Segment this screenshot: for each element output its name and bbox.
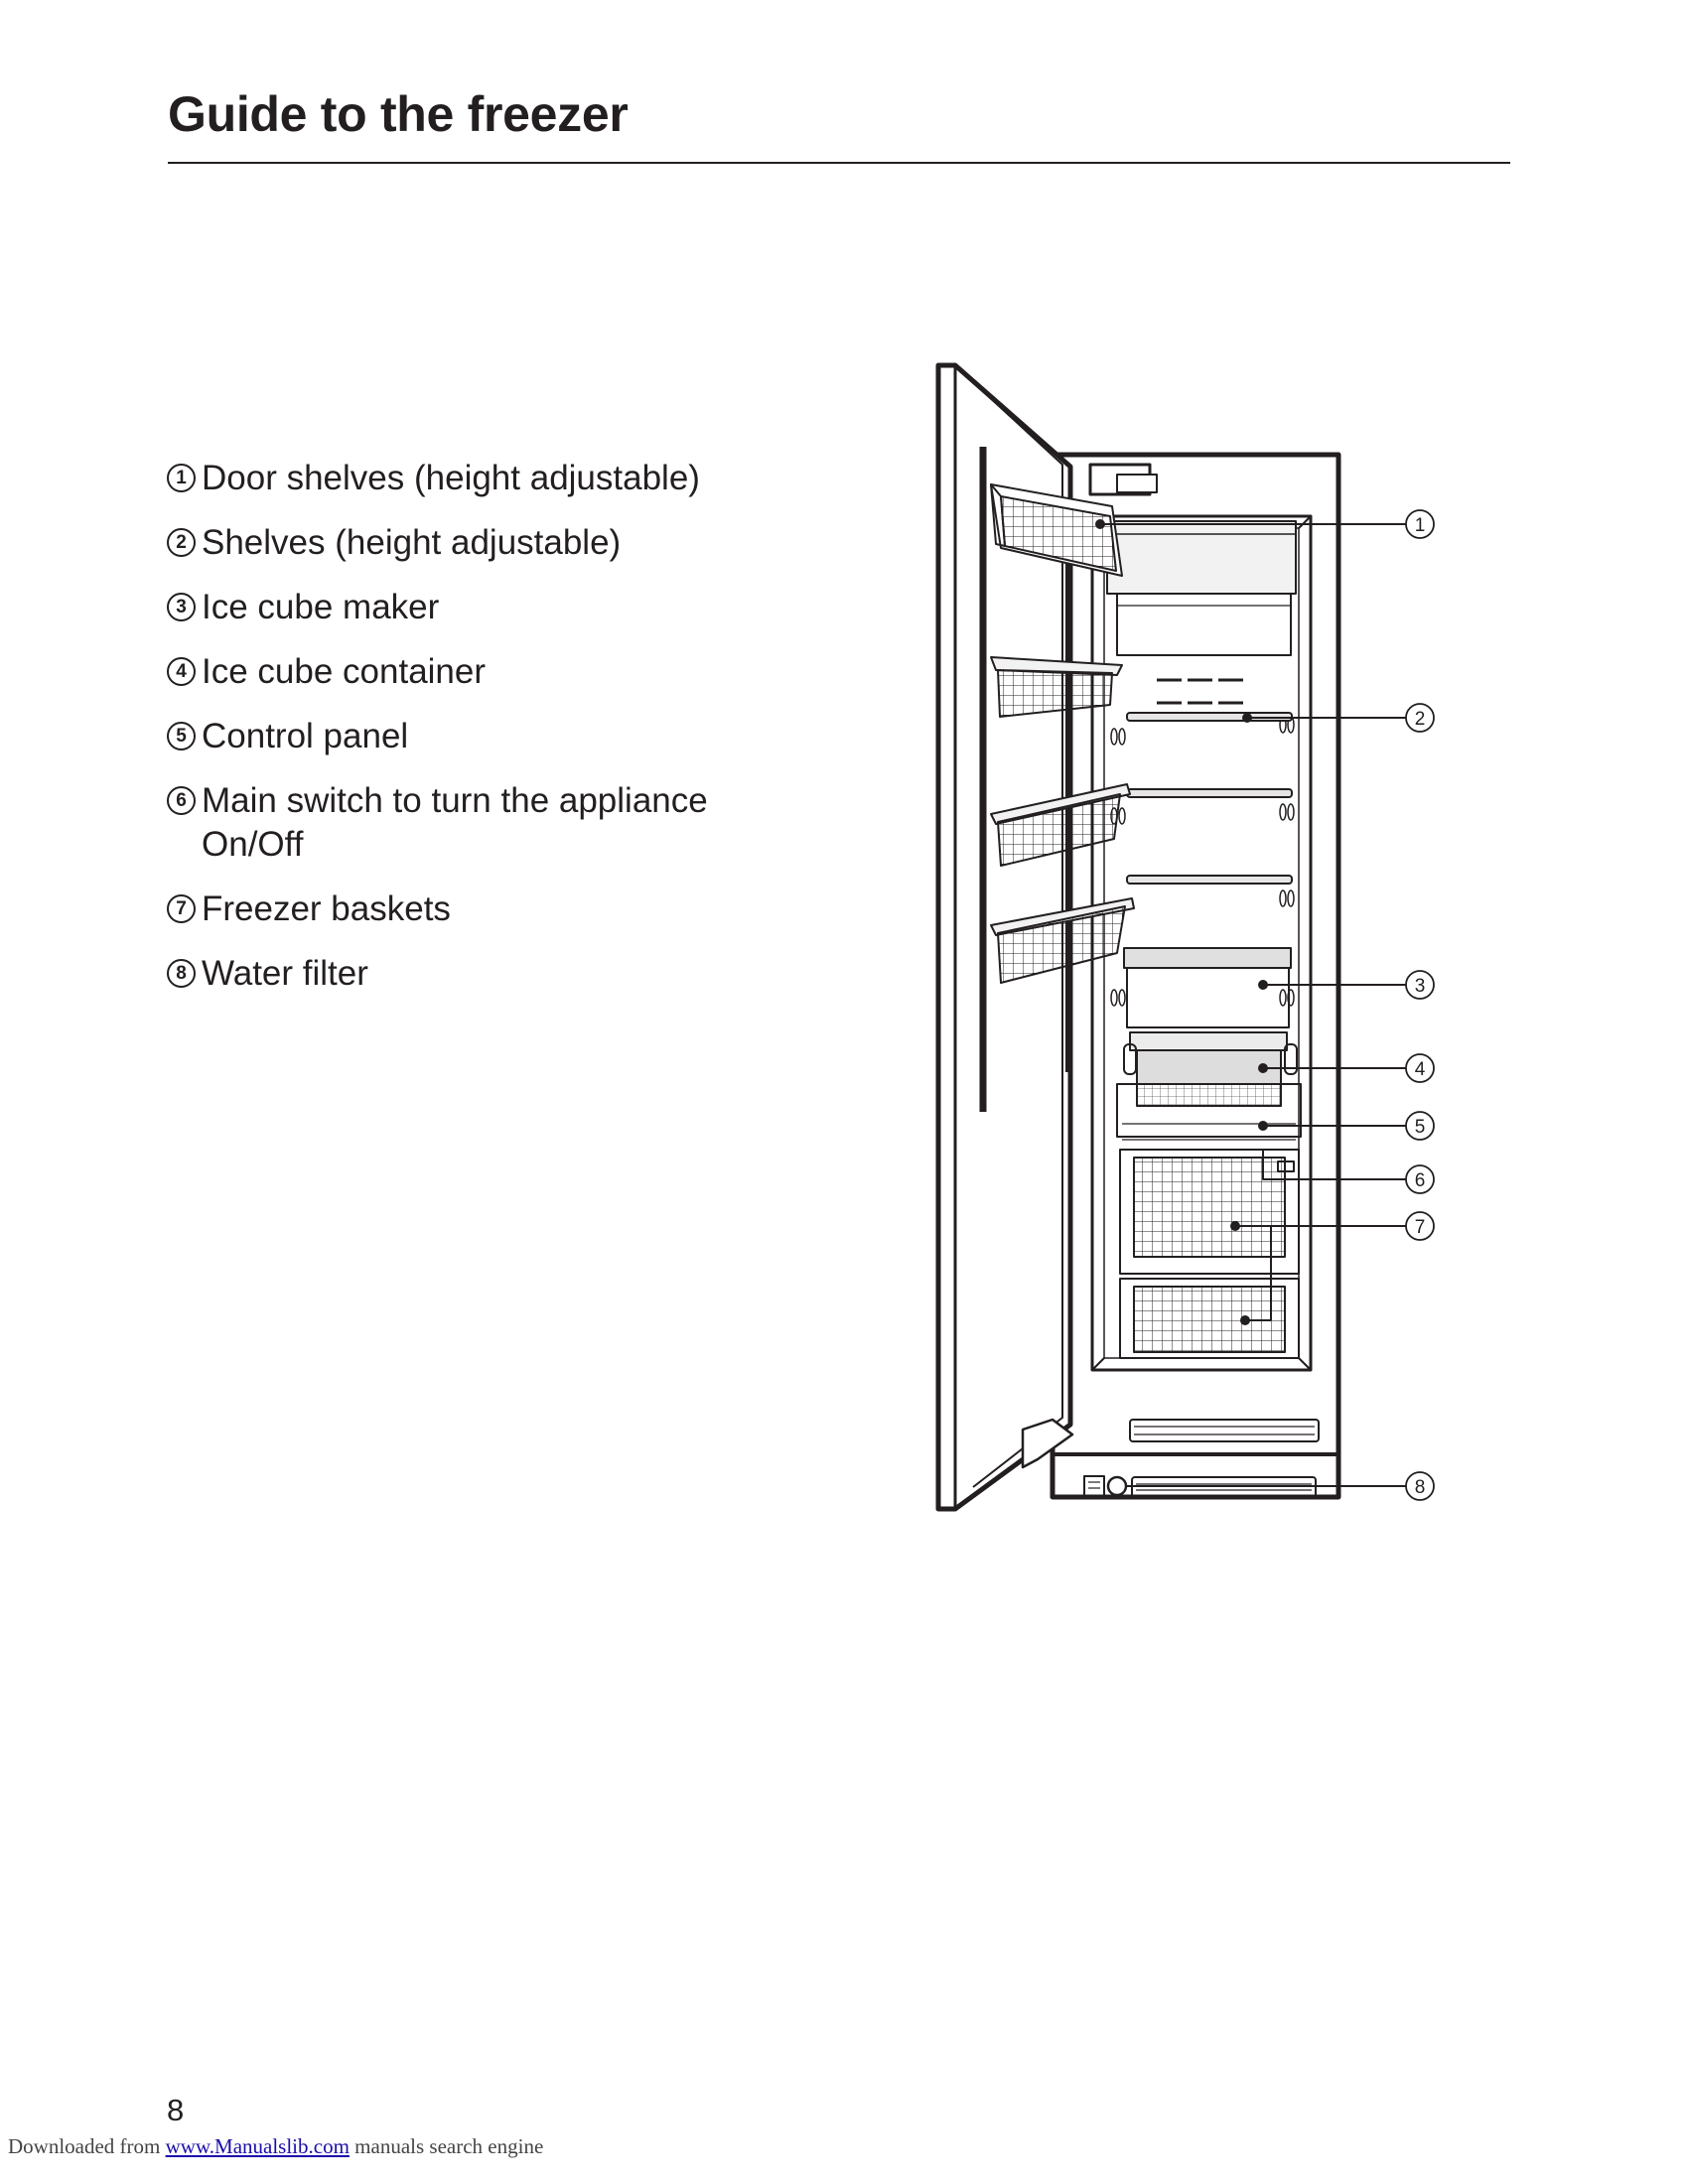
page-number: 8 (167, 2093, 185, 2127)
callout-number: 7 (1415, 1217, 1426, 1238)
top-shelf-compartment (1106, 520, 1297, 656)
page-title: Guide to the freezer (168, 86, 629, 142)
legend-item: 2 Shelves (height adjustable) (167, 521, 802, 565)
legend-label: Control panel (202, 717, 409, 755)
ice-cube-container (1123, 1031, 1298, 1107)
legend-item: 8 Water filter (167, 952, 802, 996)
legend-label: Door shelves (height adjustable) (202, 459, 700, 497)
parts-legend: 1 Door shelves (height adjustable) 2 She… (167, 457, 802, 1017)
shelves (1126, 712, 1293, 885)
freezer-diagram: 1 2 3 4 5 6 7 8 (935, 362, 1435, 1512)
callout-number: 6 (1415, 1170, 1426, 1191)
legend-number-badge: 2 (167, 528, 196, 557)
legend-item: 3 Ice cube maker (167, 586, 802, 629)
legend-number-badge: 1 (167, 464, 196, 492)
legend-label: Freezer baskets (202, 889, 451, 928)
legend-number-badge: 3 (167, 593, 196, 621)
legend-item: 5 Control panel (167, 715, 802, 758)
legend-item: 1 Door shelves (height adjustable) (167, 457, 802, 500)
callout-number: 1 (1415, 515, 1426, 536)
legend-number-badge: 5 (167, 722, 196, 751)
legend-label: Main switch to turn the appliance On/Off (202, 781, 708, 864)
legend-item: 7 Freezer baskets (167, 887, 802, 931)
legend-number-badge: 8 (167, 959, 196, 988)
title-divider (168, 162, 1510, 164)
legend-label: Ice cube container (202, 652, 487, 691)
legend-number-badge: 6 (167, 786, 196, 815)
callout-numbers: 1 2 3 4 5 6 7 8 (1415, 515, 1426, 1498)
callout-circles (1405, 509, 1435, 1501)
shelf-supports (1110, 716, 1295, 1007)
ice-cube-maker (1123, 947, 1292, 1033)
callout-number: 5 (1415, 1117, 1426, 1138)
legend-item: 6 Main switch to turn the appliance On/O… (167, 779, 802, 867)
legend-label: Shelves (height adjustable) (202, 523, 622, 562)
footer-prefix: Downloaded from (8, 2134, 161, 2158)
manualslib-link[interactable]: www.Manualslib.com (165, 2134, 350, 2158)
legend-number-badge: 4 (167, 657, 196, 686)
leader-lines (1100, 523, 1406, 1487)
legend-number-badge: 7 (167, 894, 196, 923)
footer-suffix: manuals search engine (354, 2134, 544, 2158)
leader-dots (1095, 519, 1268, 1325)
base-grille (1055, 1419, 1336, 1498)
top-hinge (1088, 463, 1158, 496)
legend-item: 4 Ice cube container (167, 650, 802, 694)
legend-label: Ice cube maker (202, 588, 440, 626)
legend-label: Water filter (202, 954, 368, 993)
air-vent (1157, 678, 1243, 705)
callout-number: 3 (1415, 976, 1426, 997)
callout-number: 8 (1415, 1477, 1426, 1498)
door-bins (990, 483, 1135, 984)
callout-number: 4 (1415, 1059, 1426, 1080)
download-footer: Downloaded from www.Manualslib.com manua… (8, 2134, 543, 2159)
callout-number: 2 (1415, 709, 1426, 730)
freezer-baskets (1119, 1149, 1300, 1359)
